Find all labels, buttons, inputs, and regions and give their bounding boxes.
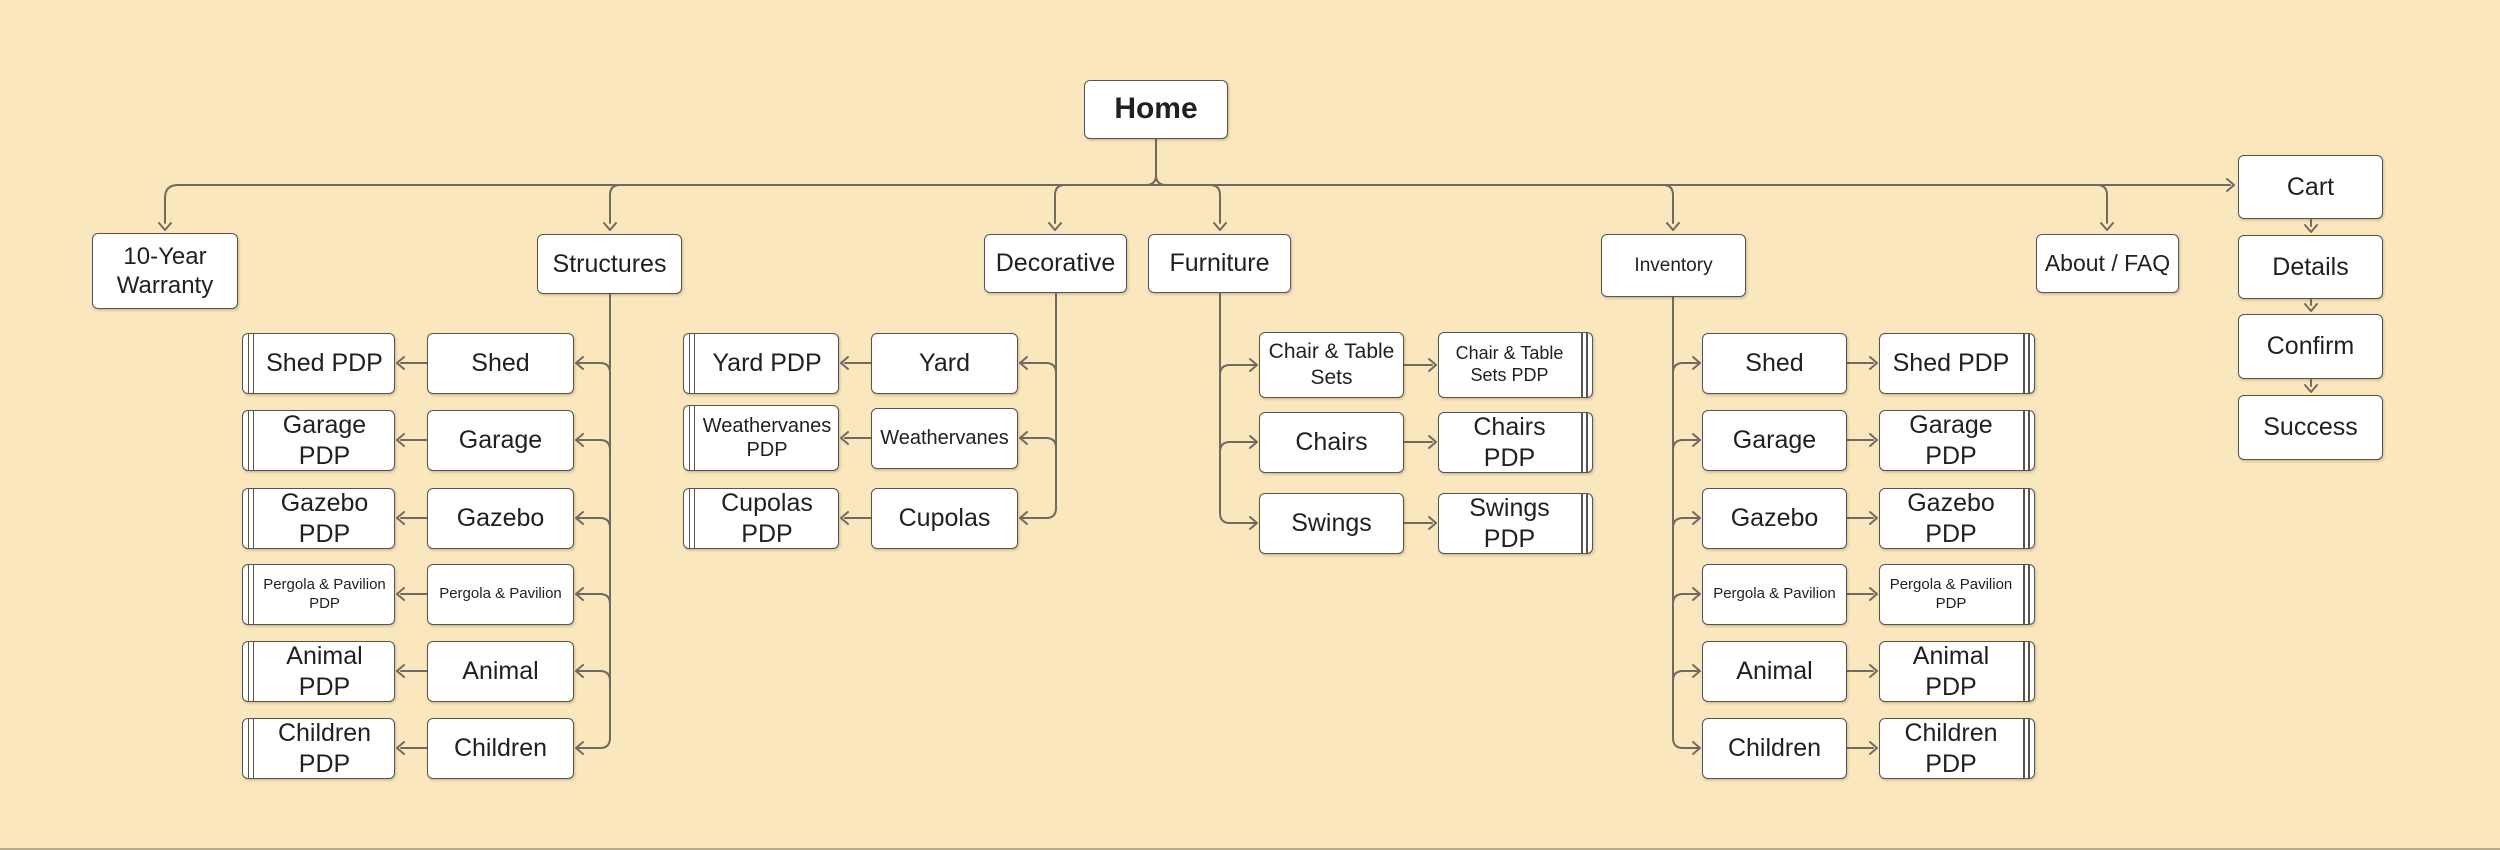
node-pergola-and-pavilion[interactable]: Pergola & Pavilion [427,564,574,625]
node-label: Gazebo PDP [280,489,369,548]
node-label: Cart [2286,172,2335,201]
node-success[interactable]: Success [2238,395,2383,460]
node-home[interactable]: Home [1084,80,1228,139]
node-gazebo[interactable]: Gazebo [427,488,574,549]
node-label: Chair & Table Sets PDP [1455,343,1564,385]
node-label: 10-Year Warranty [116,242,214,299]
node-swings-pdp[interactable]: Swings PDP [1438,493,1593,554]
node-shed[interactable]: Shed [1702,333,1847,394]
node-label: Cupolas [898,504,991,533]
node-label: Swings [1291,509,1372,538]
node-cart[interactable]: Cart [2238,155,2383,219]
node-children[interactable]: Children [427,718,574,779]
node-label: Garage PDP [282,411,367,470]
node-cupolas[interactable]: Cupolas [871,488,1018,549]
node-pergola-and-pavilion-pdp[interactable]: Pergola & Pavilion PDP [1879,564,2035,625]
node-about-faq[interactable]: About / FAQ [2036,234,2179,293]
node-children-pdp[interactable]: Children PDP [1879,718,2035,779]
node-yard[interactable]: Yard [871,333,1018,394]
node-pergola-and-pavilion[interactable]: Pergola & Pavilion [1702,564,1847,625]
node-garage-pdp[interactable]: Garage PDP [1879,410,2035,471]
node-label: Animal [1736,657,1813,686]
node-children[interactable]: Children [1702,718,1847,779]
node-structures[interactable]: Structures [537,234,682,294]
node-label: Details [2272,252,2349,281]
node-swings[interactable]: Swings [1259,493,1404,554]
node-label: Garage [1732,426,1817,455]
node-cupolas-pdp[interactable]: Cupolas PDP [683,488,839,549]
node-chairs-pdp[interactable]: Chairs PDP [1438,412,1593,473]
node-chairs[interactable]: Chairs [1259,412,1404,473]
node-garage[interactable]: Garage [427,410,574,471]
node-label: Pergola & Pavilion PDP [1889,576,2013,612]
node-label: Shed PDP [266,349,383,378]
node-label: Children PDP [1904,719,1998,778]
node-garage-pdp[interactable]: Garage PDP [242,410,395,471]
node-label: Garage [458,426,543,455]
node-label: Inventory [1634,254,1713,276]
node-gazebo-pdp[interactable]: Gazebo PDP [1879,488,2035,549]
node-label: Shed [1745,349,1804,378]
node-label: About / FAQ [2044,250,2171,277]
node-label: Decorative [995,249,1116,278]
node-gazebo[interactable]: Gazebo [1702,488,1847,549]
node-animal-pdp[interactable]: Animal PDP [1879,641,2035,702]
node-label: Chairs PDP [1473,413,1546,472]
node-label: Pergola & Pavilion [1713,585,1836,603]
node-chair-and-table-sets[interactable]: Chair & Table Sets [1259,332,1404,398]
node-yard-pdp[interactable]: Yard PDP [683,333,839,394]
node-label: Cupolas PDP [721,489,813,548]
node-decorative[interactable]: Decorative [984,234,1127,293]
node-pergola-and-pavilion-pdp[interactable]: Pergola & Pavilion PDP [242,564,395,625]
node-label: Gazebo [1730,504,1819,533]
node-label: Yard PDP [712,349,822,378]
node-label: Animal [462,657,539,686]
node-details[interactable]: Details [2238,235,2383,299]
node-shed-pdp[interactable]: Shed PDP [242,333,395,394]
node-label: Shed [471,349,530,378]
node-label: Swings PDP [1469,494,1550,553]
node-label: Success [2263,413,2358,442]
node-label: Pergola & Pavilion PDP [263,576,386,612]
node-chair-and-table-sets-pdp[interactable]: Chair & Table Sets PDP [1438,332,1593,398]
node-label: Chair & Table Sets [1268,340,1395,389]
node-label: Confirm [2266,332,2355,361]
node-label: Weathervanes PDP [702,414,832,461]
node-label: Children PDP [277,719,372,778]
node-children-pdp[interactable]: Children PDP [242,718,395,779]
node-label: Chairs [1295,428,1368,457]
node-label: Pergola & Pavilion [439,585,562,603]
node-animal[interactable]: Animal [427,641,574,702]
node-furniture[interactable]: Furniture [1148,234,1291,293]
node-weathervanes-pdp[interactable]: Weathervanes PDP [683,405,839,471]
node-shed-pdp[interactable]: Shed PDP [1879,333,2035,394]
node-weathervanes[interactable]: Weathervanes [871,408,1018,469]
node-label: Gazebo [456,504,545,533]
window-bottom-edge [0,848,2500,850]
node-label: Animal PDP [286,642,363,701]
node-label: Children [453,734,548,763]
node-label: Furniture [1169,249,1270,278]
node-label: Children [1727,734,1822,763]
node-shed[interactable]: Shed [427,333,574,394]
node-label: Garage PDP [1909,411,1993,470]
node-confirm[interactable]: Confirm [2238,314,2383,379]
node-label: Yard [919,349,970,378]
node-label: Animal PDP [1912,642,1990,701]
node-label: Structures [552,249,667,278]
node-label: Shed PDP [1892,349,2010,378]
node-label: Gazebo PDP [1907,489,1995,548]
node-label: Weathervanes [880,427,1009,450]
node-gazebo-pdp[interactable]: Gazebo PDP [242,488,395,549]
node-animal-pdp[interactable]: Animal PDP [242,641,395,702]
node-animal[interactable]: Animal [1702,641,1847,702]
node-inventory[interactable]: Inventory [1601,234,1746,297]
node-10-year-warranty[interactable]: 10-Year Warranty [92,233,238,309]
node-garage[interactable]: Garage [1702,410,1847,471]
node-label: Home [1114,92,1198,126]
